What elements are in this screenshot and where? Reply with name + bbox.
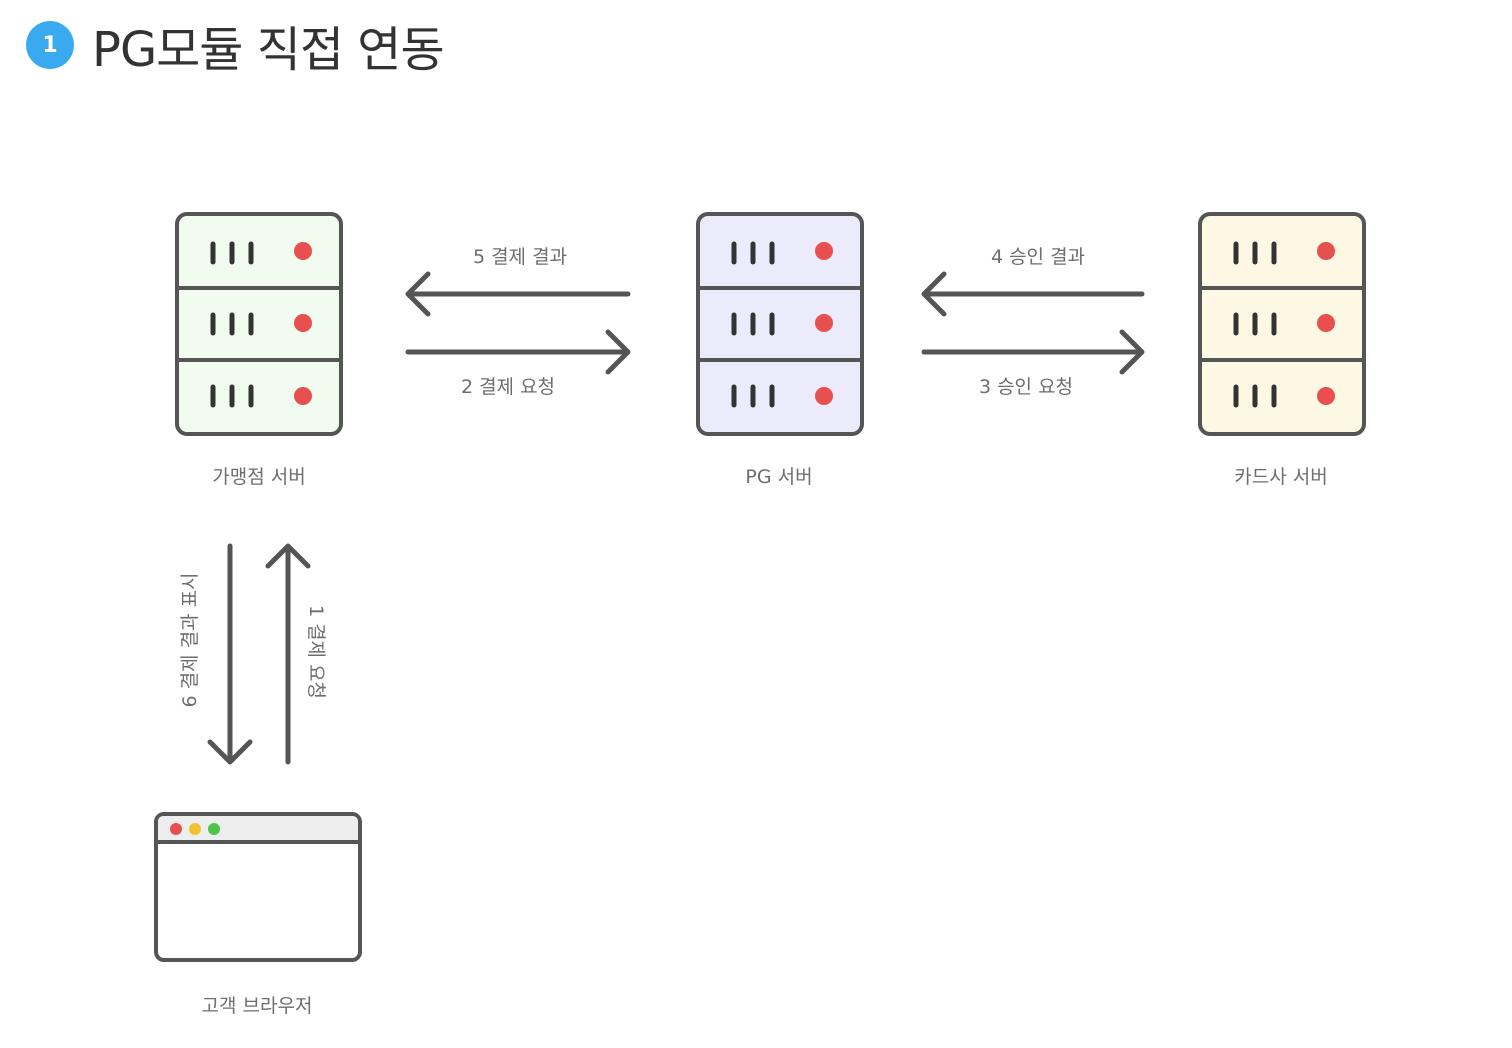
pg-server-label: PG 서버 [745, 466, 812, 488]
pg-server-icon [696, 212, 864, 436]
arrow-step3-right-icon [921, 329, 1145, 375]
step1-label: 1 결제 요청 [305, 605, 327, 699]
arrow-step2-right-icon [405, 329, 631, 375]
arrow-step6-down-icon [207, 543, 253, 765]
status-led [294, 242, 312, 260]
step6-label: 6 결제 결과 표시 [179, 572, 201, 707]
step4-label: 4 승인 결과 [991, 246, 1085, 268]
server-body [175, 212, 343, 436]
status-led [815, 242, 833, 260]
browser-window-icon [154, 812, 362, 962]
status-led [1317, 242, 1335, 260]
status-led [1317, 314, 1335, 332]
arrow-step5-left-icon [405, 271, 631, 317]
step5-label: 5 결제 결과 [473, 246, 567, 268]
arrow-step1-up-icon [265, 543, 311, 765]
minimize-dot [189, 823, 201, 835]
card-server-icon [1198, 212, 1366, 436]
maximize-dot [208, 823, 220, 835]
close-dot [170, 823, 182, 835]
browser-titlebar [158, 816, 358, 842]
merchant-server-label: 가맹점 서버 [212, 466, 305, 488]
card-server-label: 카드사 서버 [1234, 466, 1327, 488]
status-led [294, 387, 312, 405]
step3-label: 3 승인 요청 [979, 376, 1073, 398]
arrow-step4-left-icon [921, 271, 1145, 317]
server-body [696, 212, 864, 436]
status-led [815, 314, 833, 332]
merchant-server-icon [175, 212, 343, 436]
browser-body [154, 812, 362, 962]
status-led [1317, 387, 1335, 405]
status-led [294, 314, 312, 332]
step2-label: 2 결제 요청 [461, 376, 555, 398]
server-body [1198, 212, 1366, 436]
page-title: PG모듈 직접 연동 [92, 22, 445, 78]
heading: 1 PG모듈 직접 연동 [26, 10, 445, 80]
customer-browser-label: 고객 브라우저 [202, 995, 313, 1017]
status-led [815, 387, 833, 405]
step-number-badge: 1 [26, 21, 74, 69]
